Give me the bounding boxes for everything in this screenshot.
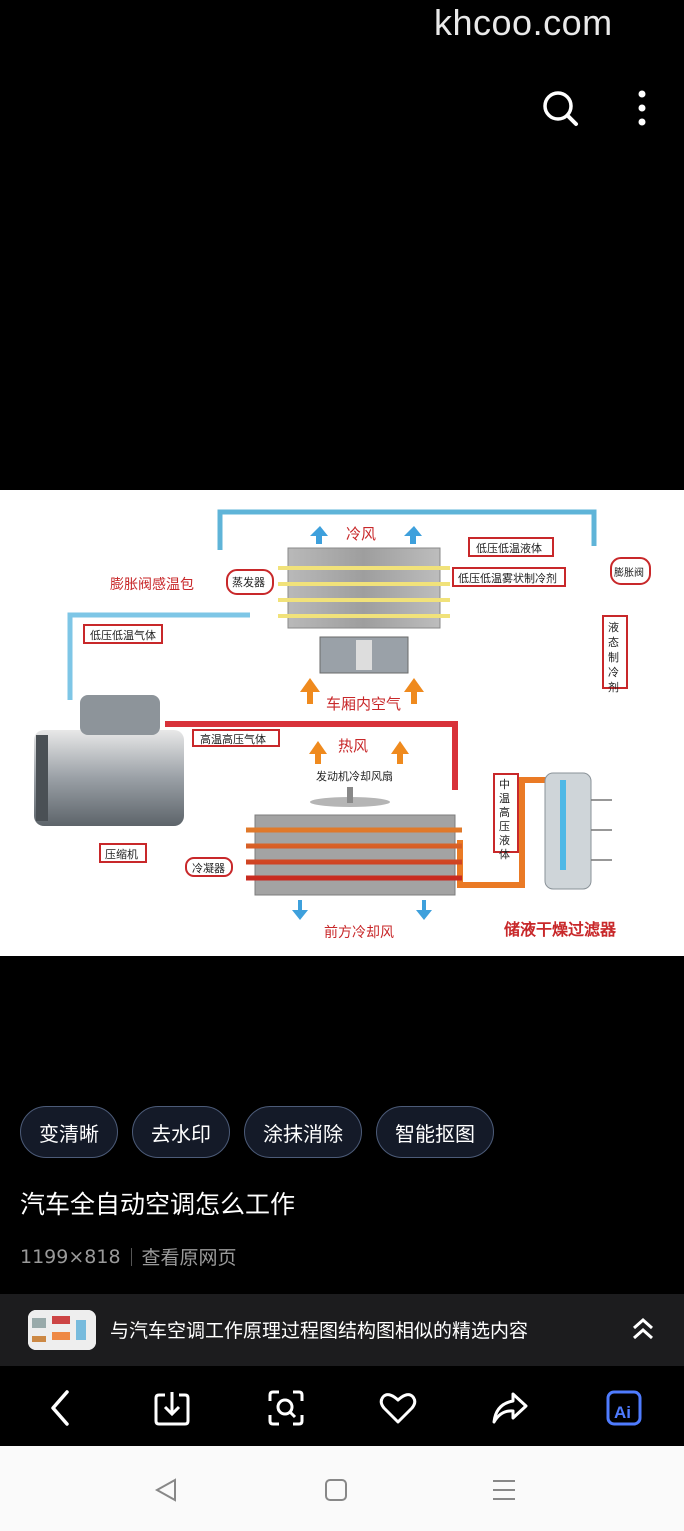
label-hot-air: 热风 bbox=[338, 737, 369, 755]
label-low-pressure-liquid: 低压低温液体 bbox=[476, 542, 542, 555]
image-meta: 1199×818 查看原网页 bbox=[20, 1243, 237, 1270]
chip-erase[interactable]: 涂抹消除 bbox=[244, 1106, 362, 1158]
chip-enhance[interactable]: 变清晰 bbox=[20, 1106, 118, 1158]
label-expansion-bulb: 膨胀阀感温包 bbox=[110, 577, 194, 593]
action-chips: 变清晰 去水印 涂抹消除 智能抠图 bbox=[20, 1106, 494, 1158]
label-cold-air: 冷风 bbox=[346, 525, 377, 543]
chip-cutout[interactable]: 智能抠图 bbox=[376, 1106, 494, 1158]
image-size: 1199×818 bbox=[20, 1245, 121, 1268]
lens-icon[interactable] bbox=[264, 1386, 308, 1430]
meta-divider bbox=[130, 1247, 132, 1266]
share-icon[interactable] bbox=[488, 1386, 532, 1430]
download-icon[interactable] bbox=[150, 1386, 194, 1430]
similar-thumbnail bbox=[28, 1310, 96, 1350]
search-icon[interactable] bbox=[538, 86, 582, 130]
source-link[interactable]: 查看原网页 bbox=[141, 1247, 237, 1269]
label-front-cooling-air: 前方冷却风 bbox=[324, 925, 394, 941]
svg-text:Ai: Ai bbox=[614, 1403, 631, 1422]
label-high-pressure-gas: 高温高压气体 bbox=[200, 733, 266, 746]
label-cabin-air: 车厢内空气 bbox=[326, 695, 402, 713]
label-low-pressure-mist: 低压低温雾状制冷剂 bbox=[458, 572, 557, 585]
back-icon[interactable] bbox=[38, 1386, 82, 1430]
ac-diagram bbox=[34, 509, 651, 920]
bottom-action-bar: Ai bbox=[0, 1366, 684, 1446]
ai-icon[interactable]: Ai bbox=[602, 1386, 646, 1430]
label-mid-pressure-liquid: 中温高压液体 bbox=[499, 778, 510, 861]
label-expansion-valve: 膨胀阀 bbox=[614, 568, 644, 579]
chevron-double-up-icon[interactable] bbox=[630, 1316, 656, 1348]
label-receiver-drier: 储液干燥过滤器 bbox=[504, 920, 617, 939]
label-condenser: 冷凝器 bbox=[192, 862, 225, 875]
home-square-icon[interactable] bbox=[316, 1472, 356, 1508]
similar-content-text: 与汽车空调工作原理过程图结构图相似的精选内容 bbox=[110, 1320, 529, 1342]
more-vertical-icon[interactable] bbox=[620, 86, 664, 130]
watermark-text: khcoo.com bbox=[434, 2, 613, 43]
image-title: 汽车全自动空调怎么工作 bbox=[20, 1190, 296, 1219]
label-compressor: 压缩机 bbox=[105, 848, 138, 861]
label-evaporator: 蒸发器 bbox=[232, 576, 265, 589]
heart-icon[interactable] bbox=[376, 1386, 420, 1430]
menu-lines-icon[interactable] bbox=[484, 1472, 524, 1508]
label-low-pressure-gas: 低压低温气体 bbox=[90, 629, 156, 642]
label-liquid-refrigerant: 液态制冷剂 bbox=[608, 621, 619, 694]
chip-remove-watermark[interactable]: 去水印 bbox=[132, 1106, 230, 1158]
similar-content-bar[interactable]: 与汽车空调工作原理过程图结构图相似的精选内容 bbox=[0, 1294, 684, 1366]
back-triangle-icon[interactable] bbox=[146, 1472, 186, 1508]
image-viewer[interactable]: 冷风 膨胀阀感温包 蒸发器 低压低温液体 低压低温雾状制冷剂 膨胀阀 液态制冷剂… bbox=[0, 490, 684, 956]
system-nav-bar bbox=[0, 1446, 684, 1531]
label-fan: 发动机冷却风扇 bbox=[316, 770, 393, 783]
